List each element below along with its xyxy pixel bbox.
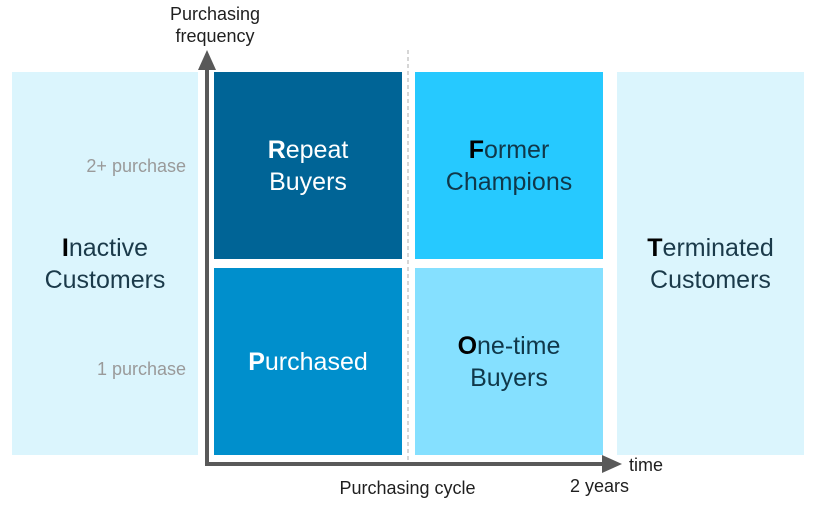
segment-one-time-buyers: One-time Buyers [415, 268, 603, 455]
segment-label: ne-time Buyers [470, 331, 561, 392]
segment-initial: F [468, 135, 484, 164]
segment-inactive-customers: Inactive Customers [12, 72, 198, 455]
segment-label: nactive Customers [44, 233, 166, 294]
y-axis-arrowhead [198, 50, 216, 70]
two-year-mark-label: 2 years [570, 476, 630, 496]
segment-terminated-customers: Terminated Customers [617, 72, 804, 455]
x-axis-arrowhead [602, 455, 622, 473]
segment-initial: T [647, 233, 663, 262]
segment-initial: R [267, 135, 286, 164]
y-tick-label: 2+ purchase [86, 156, 186, 176]
segment-label: urchased [264, 347, 368, 376]
y-axis-title: Purchasing frequency [169, 4, 261, 46]
segment-initial: I [61, 233, 69, 262]
x-axis-end-label: time [629, 455, 664, 475]
x-axis-title: Purchasing cycle [339, 478, 476, 498]
segment-label: epeat Buyers [269, 135, 349, 196]
y-tick-label: 1 purchase [96, 359, 186, 379]
segment-label: erminated Customers [650, 233, 774, 294]
segment-former-champions: Former Champions [415, 72, 603, 259]
segment-initial: O [457, 331, 478, 360]
segment-repeat-buyers: Repeat Buyers [214, 72, 402, 259]
segment-initial: P [248, 347, 265, 376]
segment-label: ormer Champions [445, 135, 573, 196]
segment-purchased: Purchased [214, 268, 402, 455]
